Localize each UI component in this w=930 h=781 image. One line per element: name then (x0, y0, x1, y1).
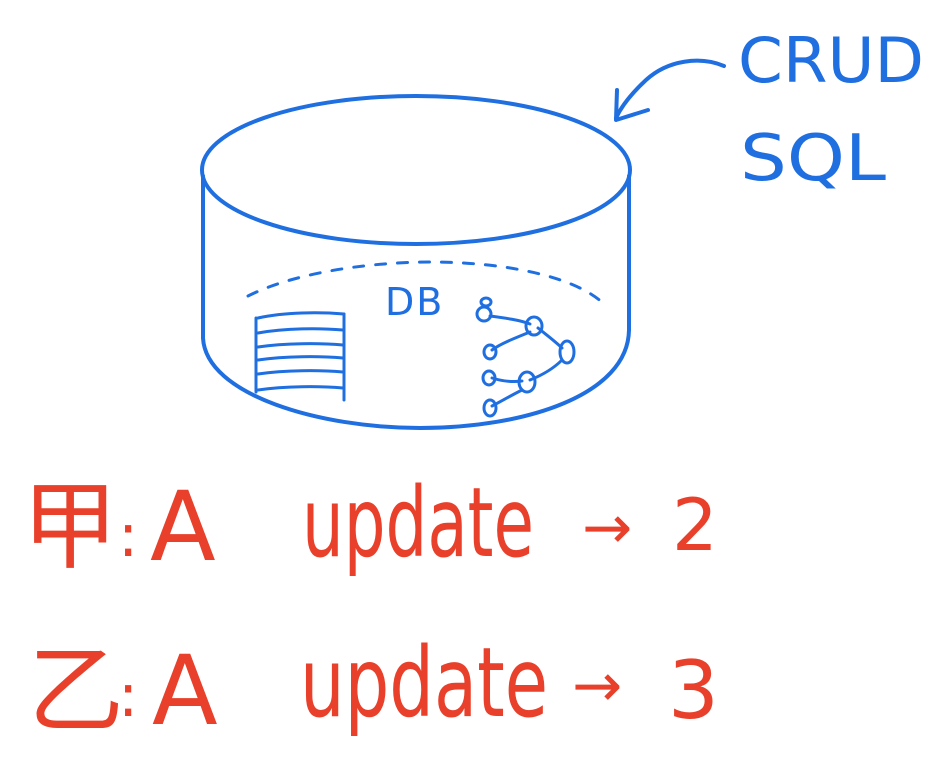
transaction-row-1: 甲 : A update → 2 (22, 467, 718, 583)
action-update: update (302, 467, 534, 579)
target-a: A (150, 471, 216, 583)
cylinder-bottom-front (201, 328, 631, 431)
cylinder-bottom-back-dashed (246, 260, 607, 307)
transaction-row-2: 乙 : A update → 3 (28, 627, 719, 747)
table-icon (254, 311, 346, 402)
value: 2 (672, 483, 718, 567)
separator: : (118, 501, 138, 571)
target-a: A (152, 635, 218, 747)
graph-icon (475, 296, 576, 418)
separator: : (118, 661, 138, 731)
annotation-arrow (614, 58, 726, 122)
actor-jia: 甲 (22, 471, 118, 583)
cylinder-top (200, 94, 632, 246)
annotation-sql: SQL (740, 122, 886, 196)
value: 3 (668, 644, 719, 737)
annotation-crud: CRUD (738, 24, 924, 97)
db-label: DB (385, 280, 444, 324)
arrow: → (572, 651, 622, 721)
actor-yi: 乙 (28, 635, 124, 747)
action-update: update (300, 627, 548, 739)
database-cylinder (200, 94, 632, 431)
arrow: → (582, 493, 632, 563)
